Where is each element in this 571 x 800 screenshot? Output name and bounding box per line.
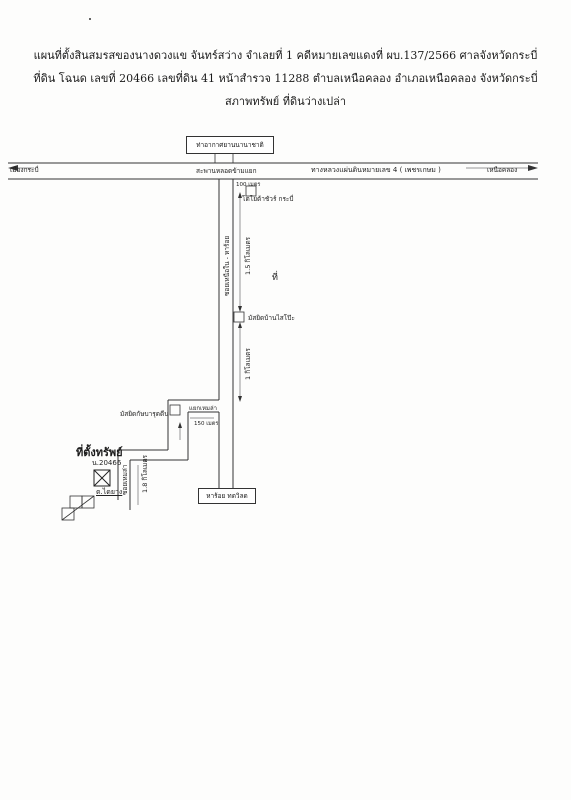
highway-label: ทางหลวงแผ่นดินหมายเลข 4 ( เพชรเกษม ) [311,166,441,174]
property-plot [93,469,111,487]
deed-label: น.20466 [92,459,122,467]
shop-marker [245,185,257,197]
mosque2-label: มัสยิดกัษบารุดดีน [120,410,169,418]
arrow-right-icon [528,165,538,171]
airport-box: ท่าอากาศยานนานาชาติ [186,136,274,154]
distance-1km: 1 กิโลเมตร [244,348,252,380]
right-city-label: เหนือคลอง [487,166,518,174]
shop-label: โตโยต้าชัวร์ กระบี่ [242,195,294,203]
property-title: ที่ตั้งทรัพย์ [76,446,123,459]
distance-150m: 150 เมตร [194,421,219,427]
mosque1-label: มัสยิดบ้านไสโป๊ะ [248,314,295,322]
distance-100m: 100 เมตร [236,182,261,188]
mosque1-marker [233,311,245,323]
header-line-3: สภาพทรัพย์ ที่ดินว่างเปล่า [224,95,347,108]
mosque2-marker [169,404,181,416]
distance-1-8km: 1.8 กิโลเมตร [141,454,149,493]
arrow-left-icon [8,165,18,171]
distance-1-5km: 1.5 กิโลเมตร [244,236,252,275]
bottom-place-box: หาร้อย ทดวิลด [198,488,256,504]
left-city-label: เมืองกระบี่ [10,166,39,174]
header-line-1: แผนที่ตั้งสินสมรสของนางดวงแข จันทร์สว่าง… [33,49,538,62]
junction-label: แยกเหมล่า [189,405,218,412]
symbol-label: ที่ [272,273,278,283]
main-road-label: ซอยเหนือใน - หาร้อย [223,235,231,296]
intersection-label: สะพานหลอดข้ามแยก [196,167,257,175]
header-line-2: ที่ดิน โฉนด เลขที่ 20466 เลขที่ดิน 41 หน… [33,72,538,85]
plot-label: ต.ไดยาง [96,488,123,496]
